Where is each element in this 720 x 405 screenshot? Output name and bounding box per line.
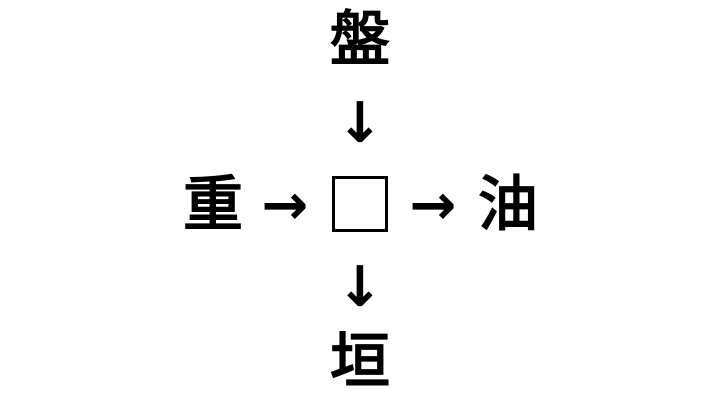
top-kanji: 盤 — [330, 5, 390, 75]
answer-blank-box[interactable] — [332, 176, 388, 232]
right-kanji: 油 — [478, 170, 538, 240]
bottom-kanji: 垣 — [330, 327, 390, 397]
arrow-right-icon: → — [261, 173, 309, 238]
arrow-down-icon: ↓ — [336, 255, 384, 320]
arrow-right-icon: → — [409, 173, 457, 238]
left-kanji: 重 — [183, 170, 243, 240]
arrow-down-icon: ↓ — [336, 91, 384, 156]
